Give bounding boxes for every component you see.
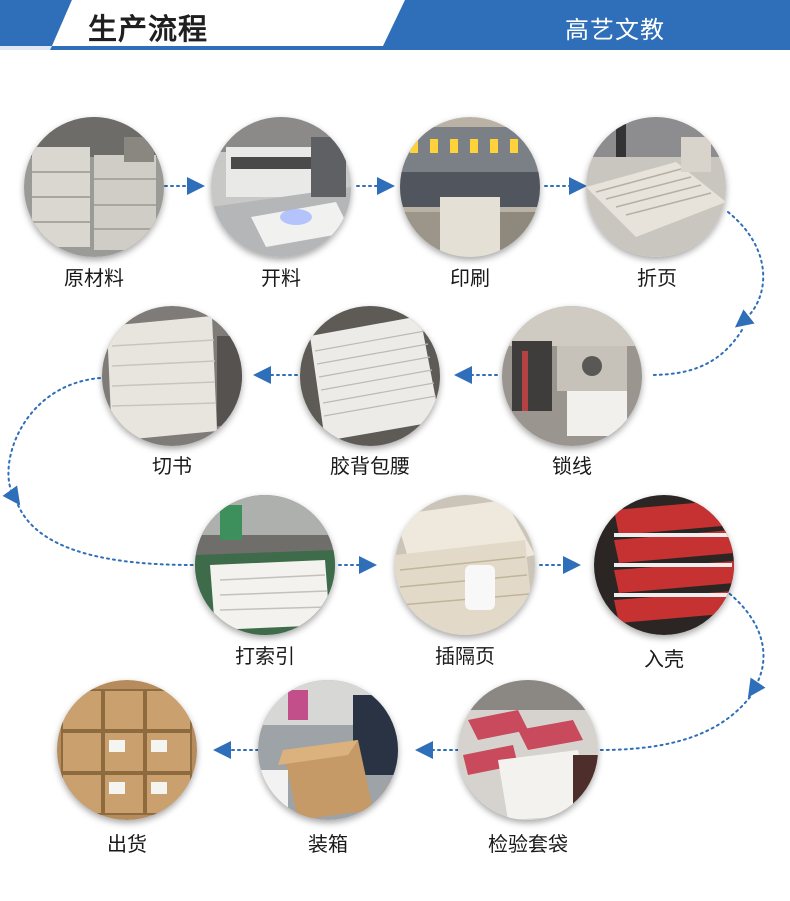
glued-spine-photo [300,306,440,446]
step-photo-12 [258,680,398,820]
printing-press-photo [400,117,540,257]
step-photo-7 [102,306,242,446]
step-label-10: 入壳 [644,647,684,671]
arrow-7b [17,504,194,566]
sewing-machine-photo [502,306,642,446]
step-label-13: 出货 [107,832,147,856]
arrow-7 [2,377,101,506]
arrow-10b [599,696,751,751]
index-tabs-photo [195,495,335,635]
step-label-8: 打索引 [235,644,295,668]
step-photo-5 [502,306,642,446]
divider-pages-photo [395,495,535,635]
folded-sheets-photo [586,117,726,257]
arrow-4 [727,211,765,328]
step-photo-10 [594,495,734,635]
inspection-bagging-photo [458,680,598,820]
step-label-4: 折页 [637,266,677,290]
shipping-cartons-photo [57,680,197,820]
step-label-12: 装箱 [308,832,348,856]
step-label-5: 锁线 [552,454,592,478]
step-photo-9 [395,495,535,635]
header-banner [0,0,790,50]
step-photo-4 [586,117,726,257]
step-photo-2 [211,117,351,257]
trimmed-books-photo [102,306,242,446]
step-photo-11 [458,680,598,820]
brand-name: 高艺文教 [565,16,665,44]
step-label-9: 插隔页 [435,644,495,668]
step-photo-13 [57,680,197,820]
arrow-10 [724,589,766,698]
cutting-machine-photo [211,117,351,257]
step-photo-1 [24,117,164,257]
step-label-7: 切书 [152,454,192,478]
step-photo-6 [300,306,440,446]
page-title: 生产流程 [88,12,209,46]
step-label-1: 原材料 [64,266,124,290]
paper-stock-photo [24,117,164,257]
step-label-11: 检验套袋 [488,832,568,856]
step-label-2: 开料 [261,266,301,290]
step-photo-3 [400,117,540,257]
boxing-photo [258,680,398,820]
arrow-4b [649,329,743,376]
step-photo-8 [195,495,335,635]
hard-cover-photo [594,495,734,635]
step-label-3: 印刷 [450,266,490,290]
step-label-6: 胶背包腰 [330,454,410,478]
